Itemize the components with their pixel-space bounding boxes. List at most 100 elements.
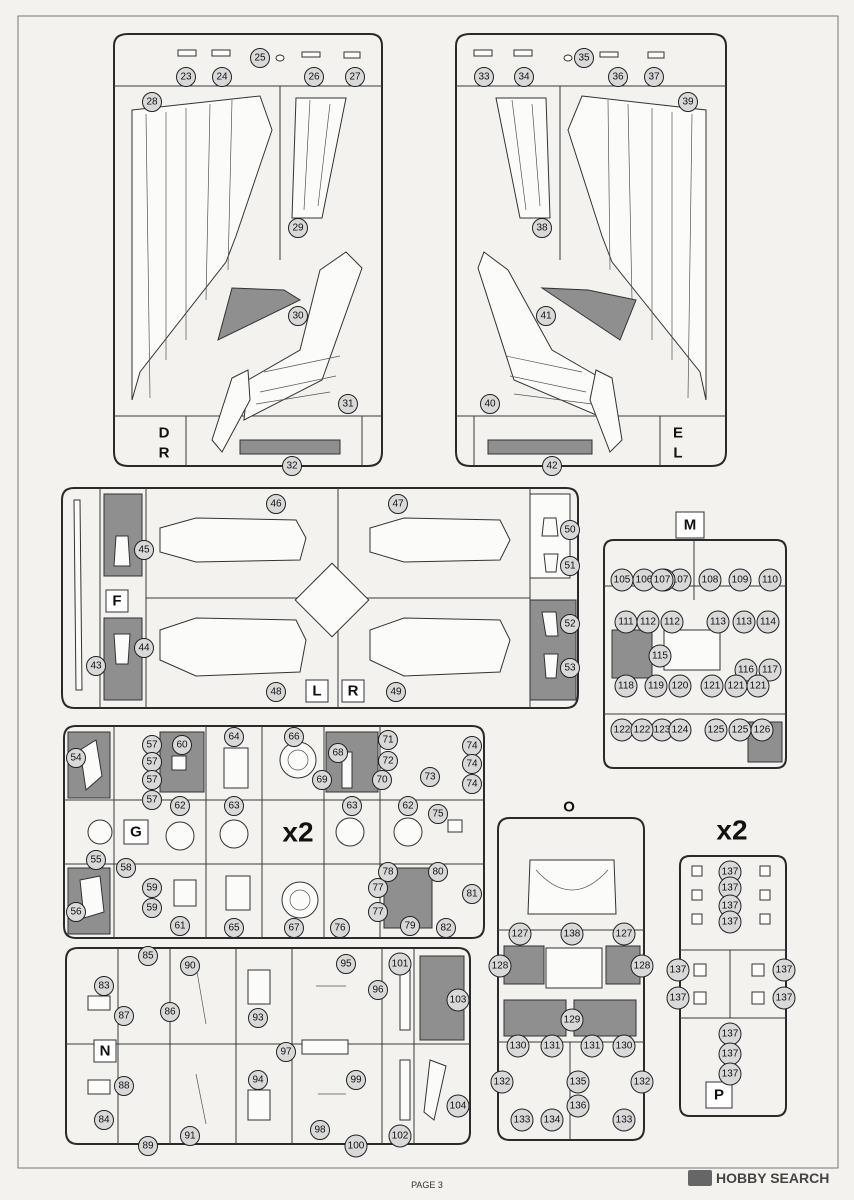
part-number-circle [142,878,162,898]
part-number-circle [94,1110,114,1130]
part-number-circle [276,1042,296,1062]
part-number-122: 122 [630,718,654,742]
part-number-49: 49 [386,682,406,702]
part-number-51: 51 [560,556,580,576]
part-number-131: 131 [580,1034,604,1058]
part-number-circle [728,718,752,742]
part-number-label: 48 [270,687,282,698]
part-number-label: 50 [564,525,576,536]
part-number-circle [372,770,392,790]
part-number-57: 57 [142,790,162,810]
part-number-73: 73 [420,767,440,787]
part-number-circle [86,656,106,676]
part-number-label: 74 [466,779,478,790]
part-number-95: 95 [336,954,356,974]
part-number-66: 66 [284,727,304,747]
part-number-label: 43 [90,661,102,672]
hobby-search-watermark: HOBBY SEARCH [688,1170,829,1186]
part-number-127: 127 [612,922,636,946]
part-number-circle [536,306,556,326]
part-number-52: 52 [560,614,580,634]
part-number-label: 118 [618,681,634,692]
part-number-44: 44 [134,638,154,658]
part-number-circle [160,1002,180,1022]
part-number-label: 58 [120,863,132,874]
part-number-label: 91 [184,1131,196,1142]
part-number-36: 36 [608,67,628,87]
part-number-label: 82 [440,923,452,934]
part-number-circle [142,790,162,810]
part-number-circle [400,916,420,936]
part-number-label: 78 [382,867,394,878]
part-number-circle [728,568,752,592]
page-number: PAGE 3 [411,1180,443,1190]
part-number-28: 28 [142,92,162,112]
part-number-circle [462,774,482,794]
part-number-label: 98 [314,1125,326,1136]
part-number-circle [560,922,584,946]
part-number-label: 31 [342,399,354,410]
part-number-circle [612,1108,636,1132]
part-number-circle [560,520,580,540]
part-number-circle [666,958,690,982]
part-number-27: 27 [345,67,365,87]
part-number-105: 105 [610,568,634,592]
part-number-label: 133 [616,1115,633,1126]
part-number-label: 137 [670,965,687,976]
part-number-81: 81 [462,884,482,904]
part-number-circle [540,1108,564,1132]
part-number-48: 48 [266,682,286,702]
part-number-circle [344,1134,368,1158]
part-number-113: 113 [706,610,730,634]
part-number-137: 137 [666,958,690,982]
part-number-circle [142,770,162,790]
part-number-circle [398,796,418,816]
part-number-circle [666,986,690,1010]
part-number-126: 126 [750,718,774,742]
part-number-75: 75 [428,804,448,824]
part-number-label: 121 [750,681,767,692]
part-number-label: 122 [614,725,631,736]
part-number-circle [94,976,114,996]
part-number-label: 60 [176,740,188,751]
part-number-circle [368,980,388,1000]
part-number-122: 122 [610,718,634,742]
part-number-88: 88 [114,1076,134,1096]
part-number-circle [212,67,232,87]
part-number-71: 71 [378,730,398,750]
part-number-circle [312,770,332,790]
part-number-label: 111 [618,617,634,628]
part-number-label: 130 [510,1041,527,1052]
part-number-137: 137 [772,986,796,1010]
part-number-circle [180,1126,200,1146]
part-number-125: 125 [728,718,752,742]
part-number-129: 129 [560,1008,584,1032]
part-number-circle [66,902,86,922]
part-number-label: 49 [390,687,402,698]
part-number-circle [420,767,440,787]
part-number-label: 57 [146,740,158,751]
part-number-label: 59 [146,883,158,894]
part-number-104: 104 [446,1094,470,1118]
svg-text:HOBBY SEARCH: HOBBY SEARCH [716,1170,829,1186]
part-number-circle [114,1076,134,1096]
part-number-label: 125 [708,725,725,736]
part-number-137: 137 [772,958,796,982]
part-number-130: 130 [612,1034,636,1058]
part-number-circle [388,494,408,514]
part-number-circle [304,67,324,87]
part-number-circle [488,954,512,978]
part-number-label: 93 [252,1013,264,1024]
part-number-label: 80 [432,867,444,878]
part-number-99: 99 [346,1070,366,1090]
part-number-circle [510,1108,534,1132]
part-number-53: 53 [560,658,580,678]
part-number-circle [388,952,412,976]
part-number-label: 67 [288,923,300,934]
part-number-circle [388,1124,412,1148]
part-number-67: 67 [284,918,304,938]
part-number-label: 137 [722,1069,739,1080]
part-number-circle [718,910,742,934]
part-number-label: 53 [564,663,576,674]
part-number-137: 137 [718,1062,742,1086]
